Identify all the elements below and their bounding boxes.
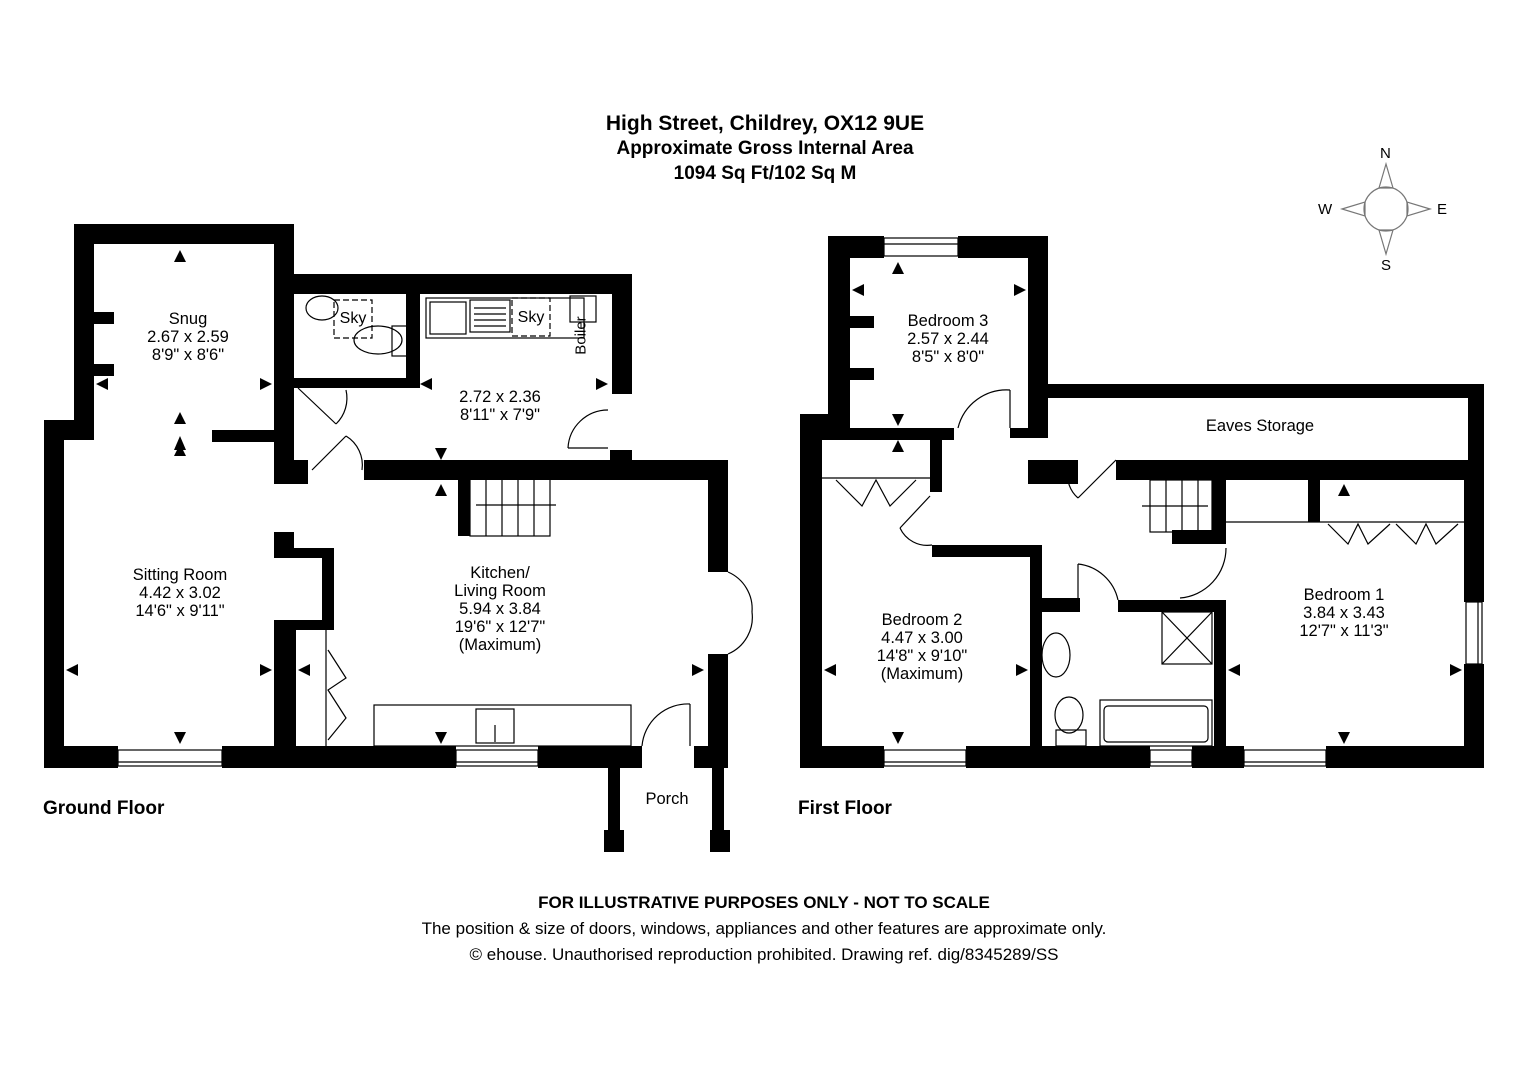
room-imperial: 14'8" x 9'10" (876, 647, 968, 665)
ground-floor-walls (44, 224, 730, 852)
room-imperial: 14'6" x 9'11" (135, 602, 225, 620)
room-imperial: 12'7" x 11'3" (1299, 622, 1389, 640)
compass-north: N (1380, 145, 1391, 162)
compass-east: E (1437, 201, 1448, 218)
room-utility: 2.72 x 2.36 8'11" x 7'9" (430, 388, 570, 424)
compass-icon (1339, 161, 1433, 257)
room-bedroom-1: Bedroom 1 3.84 x 3.43 12'7" x 11'3" (1274, 586, 1414, 640)
room-bedroom-2: Bedroom 2 4.47 x 3.00 14'8" x 9'10" (Max… (852, 611, 992, 683)
room-name-line2: Living Room (454, 582, 546, 600)
room-imperial: 8'5" x 8'0" (911, 348, 985, 366)
room-name: Bedroom 3 (907, 312, 989, 330)
room-name: Sitting Room (132, 566, 228, 584)
room-snug: Snug 2.67 x 2.59 8'9" x 8'6" (118, 310, 258, 364)
room-eaves-storage: Eaves Storage (1180, 417, 1340, 435)
room-sitting-room: Sitting Room 4.42 x 3.02 14'6" x 9'11" (100, 566, 260, 620)
room-name: Porch (645, 790, 689, 808)
measurement-markers (66, 250, 704, 744)
skylight-label: Sky (339, 310, 367, 327)
room-name: Eaves Storage (1205, 417, 1315, 435)
room-imperial: 8'11" x 7'9" (459, 406, 541, 424)
room-metric: 2.57 x 2.44 (907, 330, 989, 348)
address-title: High Street, Childrey, OX12 9UE (605, 112, 925, 135)
room-metric: 5.94 x 3.84 (459, 600, 541, 618)
area-title: Approximate Gross Internal Area (616, 138, 914, 159)
room-name: Bedroom 2 (881, 611, 963, 629)
room-name: Bedroom 1 (1303, 586, 1385, 604)
room-name-line1: Kitchen/ (470, 564, 530, 582)
room-name: Snug (168, 310, 208, 328)
first-floor-fixtures (822, 237, 1483, 767)
room-note: (Maximum) (458, 636, 542, 654)
room-porch: Porch (630, 790, 704, 808)
disclaimer-heading: FOR ILLUSTRATIVE PURPOSES ONLY - NOT TO … (538, 893, 990, 912)
first-floor-markers (824, 262, 1462, 744)
ground-floor-label: Ground Floor (43, 798, 165, 819)
room-kitchen-living: Kitchen/ Living Room 5.94 x 3.84 19'6" x… (420, 564, 580, 654)
ground-floor-fixtures (117, 295, 753, 767)
room-metric: 4.42 x 3.02 (139, 584, 221, 602)
room-note: (Maximum) (880, 665, 964, 683)
first-floor-walls (800, 236, 1484, 768)
compass-south: S (1381, 257, 1392, 274)
skylight-label: Sky (517, 309, 545, 326)
compass-west: W (1318, 201, 1333, 218)
disclaimer-note: The position & size of doors, windows, a… (421, 919, 1107, 938)
room-bedroom-3: Bedroom 3 2.57 x 2.44 8'5" x 8'0" (878, 312, 1018, 366)
copyright-notice: © ehouse. Unauthorised reproduction proh… (469, 945, 1059, 964)
room-imperial: 19'6" x 12'7" (454, 618, 546, 636)
room-metric: 4.47 x 3.00 (881, 629, 963, 647)
area-value: 1094 Sq Ft/102 Sq M (673, 163, 857, 184)
boiler-label: Boiler (572, 316, 590, 355)
room-metric: 2.72 x 2.36 (459, 388, 541, 406)
first-floor-label: First Floor (798, 798, 892, 819)
room-imperial: 8'9" x 8'6" (151, 346, 225, 364)
room-metric: 2.67 x 2.59 (147, 328, 229, 346)
room-metric: 3.84 x 3.43 (1303, 604, 1385, 622)
